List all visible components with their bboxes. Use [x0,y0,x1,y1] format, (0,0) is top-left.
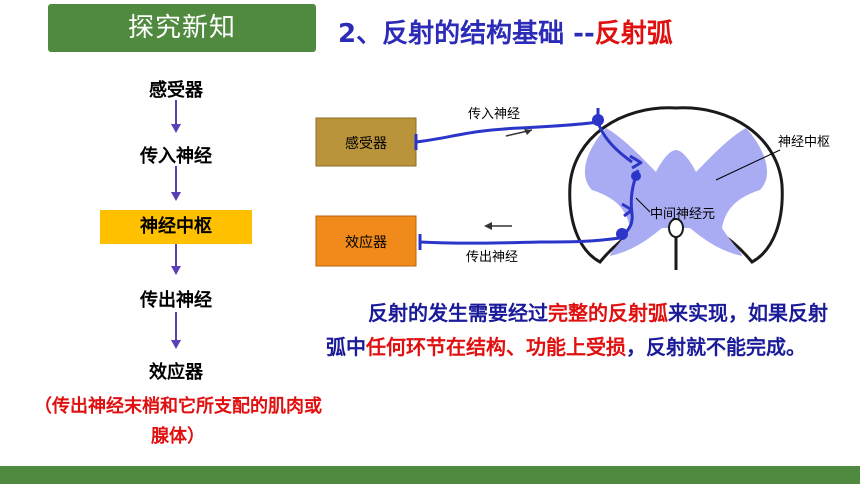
center-pointer [715,149,781,181]
afferent-nerve [415,120,633,164]
flow-step-center: 神经中枢 [100,210,252,244]
para-part-1: 反射的发生需要经过 [368,301,548,325]
flow-step-efferent: 传出神经 [140,290,212,311]
title-highlight: 反射弧 [594,19,673,49]
interneuron [624,169,640,234]
flow-step-effector: 效应器 [149,362,203,383]
effector-label: 效应器 [345,234,387,251]
explanation-paragraph: 反射的发生需要经过完整的反射弧来实现，如果反射弧中任何环节在结构、功能上受损，反… [326,296,846,364]
flow-step-receptor: 感受器 [149,80,203,101]
para-part-2: 完整的反射弧 [548,301,668,325]
receptor-box [315,117,417,167]
interneuron-pointer [635,197,651,213]
title-dash: -- [573,19,595,49]
slide-title: 2、反射的结构基础 --反射弧 [338,12,673,56]
title-main: 2、反射的结构基础 [338,19,574,49]
receptor-label: 感受器 [345,135,387,152]
interneuron-label: 中间神经元 [650,207,715,222]
effector-box [315,215,417,267]
center-label: 神经中枢 [778,135,830,150]
para-part-5: ，反射就不能完成。 [626,335,806,359]
para-part-3: 来实现，如果反射弧中 [326,301,828,359]
efferent-label: 传出神经 [466,250,518,265]
efferent-nerve [419,236,621,245]
para-part-4: 任何环节在结构、功能上受损 [366,335,626,359]
bottom-bar [0,466,860,484]
flow-step-afferent: 传入神经 [140,146,212,167]
afferent-label: 传入神经 [468,107,520,122]
effector-note: （传出神经末梢和它所支配的肌肉或腺体） [34,396,322,447]
interneuron-cell-body [631,171,641,181]
section-tag: 探究新知 [48,4,316,52]
